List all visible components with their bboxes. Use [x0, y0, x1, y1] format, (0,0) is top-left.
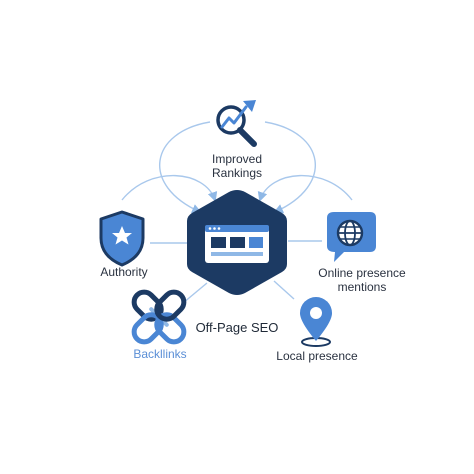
backlinks-label: Backllinks: [133, 347, 187, 361]
line-backlinks: [182, 282, 208, 304]
browser-window-icon: [205, 225, 269, 263]
online-presence-label: Online presence mentions: [318, 266, 406, 294]
local-presence-label: Local presence: [276, 349, 358, 363]
center-label: Off-Page SEO: [195, 320, 279, 335]
arc-rankings-right: [264, 121, 316, 214]
arc-online: [257, 174, 353, 202]
arc-rankings-left: [159, 121, 211, 214]
line-local: [273, 280, 295, 300]
rankings-label: Improved Rankings: [211, 152, 263, 180]
arc-authority: [121, 174, 218, 202]
authority-label: Authority: [100, 265, 148, 279]
